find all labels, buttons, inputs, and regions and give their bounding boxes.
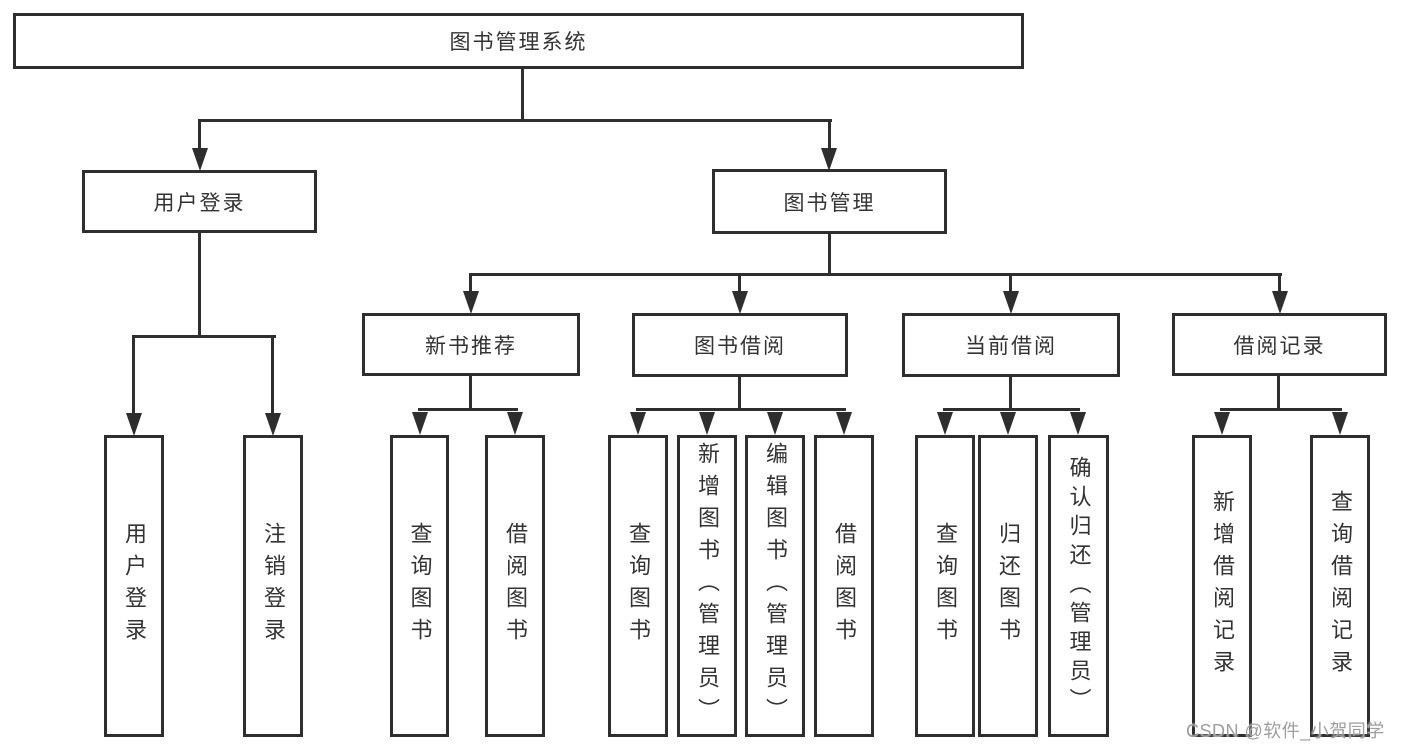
node-user-login: 用户登录 <box>82 170 317 233</box>
node-new-book-recommend: 新书推荐 <box>362 313 580 376</box>
arrow-down-icon <box>836 412 852 435</box>
connector-bar <box>418 408 518 411</box>
leaf-borrow-books-recommend: 借阅图书 <box>485 435 545 737</box>
leaf-label: 用户登录 <box>122 522 147 650</box>
leaf-label: 编辑图书（管理员） <box>763 442 788 730</box>
arrow-down-icon <box>767 412 783 435</box>
connector-to-book-management <box>828 122 831 150</box>
arrow-down-icon <box>1332 412 1348 435</box>
leaf-label: 确认归还（管理员） <box>1066 455 1092 717</box>
connector-branch <box>1278 276 1281 293</box>
node-current-borrow: 当前借阅 <box>902 313 1120 377</box>
connector-branch <box>1009 276 1012 293</box>
connector-book-management-bar <box>469 273 1282 276</box>
node-book-management: 图书管理 <box>712 169 947 234</box>
connector-bar <box>636 408 846 411</box>
leaf-return-books: 归还图书 <box>978 435 1038 737</box>
arrow-down-icon <box>1003 291 1019 314</box>
connector-stem <box>738 377 741 410</box>
leaf-borrow-books-borrow: 借阅图书 <box>814 435 874 737</box>
arrow-down-icon <box>463 291 479 314</box>
connector-branch <box>738 276 741 293</box>
connector-root-bar <box>198 119 832 122</box>
leaf-label: 查询图书 <box>626 522 651 650</box>
arrow-down-icon <box>265 413 281 436</box>
leaf-label: 查询借阅记录 <box>1328 490 1353 682</box>
leaf-label: 查询图书 <box>933 522 958 650</box>
leaf-logout: 注销登录 <box>243 435 303 737</box>
arrow-down-icon <box>821 148 837 171</box>
node-label: 图书借阅 <box>694 335 786 358</box>
arrow-down-icon <box>1070 412 1086 435</box>
connector-branch <box>469 276 472 293</box>
arrow-down-icon <box>732 291 748 314</box>
node-book-borrow: 图书借阅 <box>632 313 848 377</box>
leaf-label: 新增借阅记录 <box>1210 490 1235 682</box>
connector-stem <box>1277 376 1280 410</box>
node-borrow-records: 借阅记录 <box>1172 313 1387 376</box>
node-root-label: 图书管理系统 <box>449 31 588 54</box>
leaf-label: 注销登录 <box>261 522 286 650</box>
leaf-label: 借阅图书 <box>503 522 528 650</box>
leaf-add-book-admin: 新增图书（管理员） <box>677 435 737 737</box>
leaf-label: 新增图书（管理员） <box>695 442 720 730</box>
leaf-query-borrow-record: 查询借阅记录 <box>1310 435 1370 737</box>
connector-root-stem <box>521 69 524 121</box>
leaf-label: 归还图书 <box>996 522 1021 650</box>
connector-book-management-stem <box>828 234 831 275</box>
arrow-down-icon <box>1272 291 1288 314</box>
connector-bar <box>1220 408 1342 411</box>
connector-bar <box>943 408 1080 411</box>
arrow-down-icon <box>1000 412 1016 435</box>
arrow-down-icon <box>699 412 715 435</box>
connector-stem <box>469 376 472 410</box>
leaf-query-books-borrow: 查询图书 <box>608 435 668 737</box>
arrow-down-icon <box>412 412 428 435</box>
node-label: 借阅记录 <box>1233 334 1326 358</box>
connector-leaf <box>132 338 135 416</box>
leaf-query-books-current: 查询图书 <box>915 435 975 737</box>
node-label: 用户登录 <box>153 191 246 215</box>
arrow-down-icon <box>507 412 523 435</box>
arrow-down-icon <box>937 412 953 435</box>
arrow-down-icon <box>126 413 142 436</box>
node-root: 图书管理系统 <box>13 13 1024 69</box>
arrow-down-icon <box>630 412 646 435</box>
connector-user-login-bar <box>132 335 276 338</box>
leaf-query-books-recommend: 查询图书 <box>390 435 449 737</box>
leaf-label: 查询图书 <box>407 522 433 650</box>
leaf-user-login: 用户登录 <box>104 435 164 737</box>
leaf-add-borrow-record: 新增借阅记录 <box>1192 435 1252 737</box>
node-label: 新书推荐 <box>425 334 517 358</box>
connector-to-user-login <box>198 122 201 150</box>
connector-user-login-stem <box>198 233 201 337</box>
connector-leaf <box>271 338 274 416</box>
arrow-down-icon <box>1214 412 1230 435</box>
leaf-label: 借阅图书 <box>832 522 857 650</box>
watermark: CSDN @软件_小贺同学 <box>1186 721 1385 741</box>
leaf-edit-book-admin: 编辑图书（管理员） <box>745 435 805 737</box>
node-label: 当前借阅 <box>965 335 1057 358</box>
connector-stem <box>1009 377 1012 410</box>
arrow-down-icon <box>192 148 208 171</box>
node-label: 图书管理 <box>783 191 876 215</box>
leaf-confirm-return-admin: 确认归还（管理员） <box>1048 435 1109 737</box>
